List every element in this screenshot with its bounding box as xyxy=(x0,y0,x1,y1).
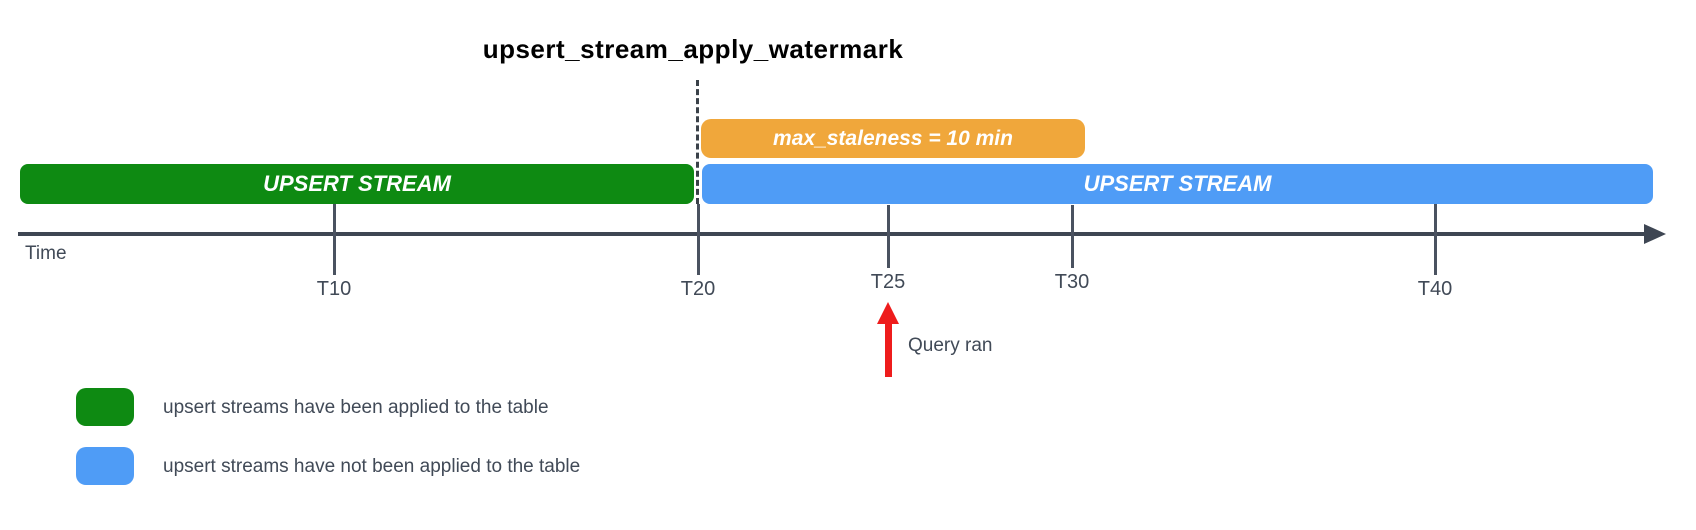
diagram-title: upsert_stream_apply_watermark xyxy=(482,34,904,64)
legend-swatch-unapplied xyxy=(76,447,134,485)
tick-label-t10: T10 xyxy=(316,278,352,300)
tick-t25 xyxy=(887,205,890,268)
legend-swatch-applied xyxy=(76,388,134,426)
tick-label-t25: T25 xyxy=(870,271,906,293)
query-ran-arrow-shaft xyxy=(885,321,892,377)
staleness-bar-label: max_staleness = 10 min xyxy=(773,126,1013,150)
tick-t30 xyxy=(1071,205,1074,268)
tick-t40 xyxy=(1434,204,1437,275)
tick-label-t40: T40 xyxy=(1417,278,1453,300)
watermark-dashed-line xyxy=(696,80,699,204)
tick-t20 xyxy=(697,204,700,275)
tick-t10 xyxy=(333,204,336,275)
time-axis-line xyxy=(18,232,1646,236)
applied-stream-bar: UPSERT STREAM xyxy=(20,164,694,204)
unapplied-stream-bar-label: UPSERT STREAM xyxy=(1083,171,1272,196)
staleness-bar: max_staleness = 10 min xyxy=(701,119,1085,158)
time-axis-arrowhead-icon xyxy=(1644,224,1666,244)
time-axis-label: Time xyxy=(25,243,67,264)
unapplied-stream-bar: UPSERT STREAM xyxy=(702,164,1653,204)
query-ran-label: Query ran xyxy=(908,335,993,356)
applied-stream-bar-label: UPSERT STREAM xyxy=(263,171,451,196)
tick-label-t30: T30 xyxy=(1054,271,1090,293)
tick-label-t20: T20 xyxy=(680,278,716,300)
legend-label-applied: upsert streams have been applied to the … xyxy=(163,397,549,418)
query-ran-arrow-icon xyxy=(877,302,899,324)
legend-label-unapplied: upsert streams have not been applied to … xyxy=(163,456,581,477)
